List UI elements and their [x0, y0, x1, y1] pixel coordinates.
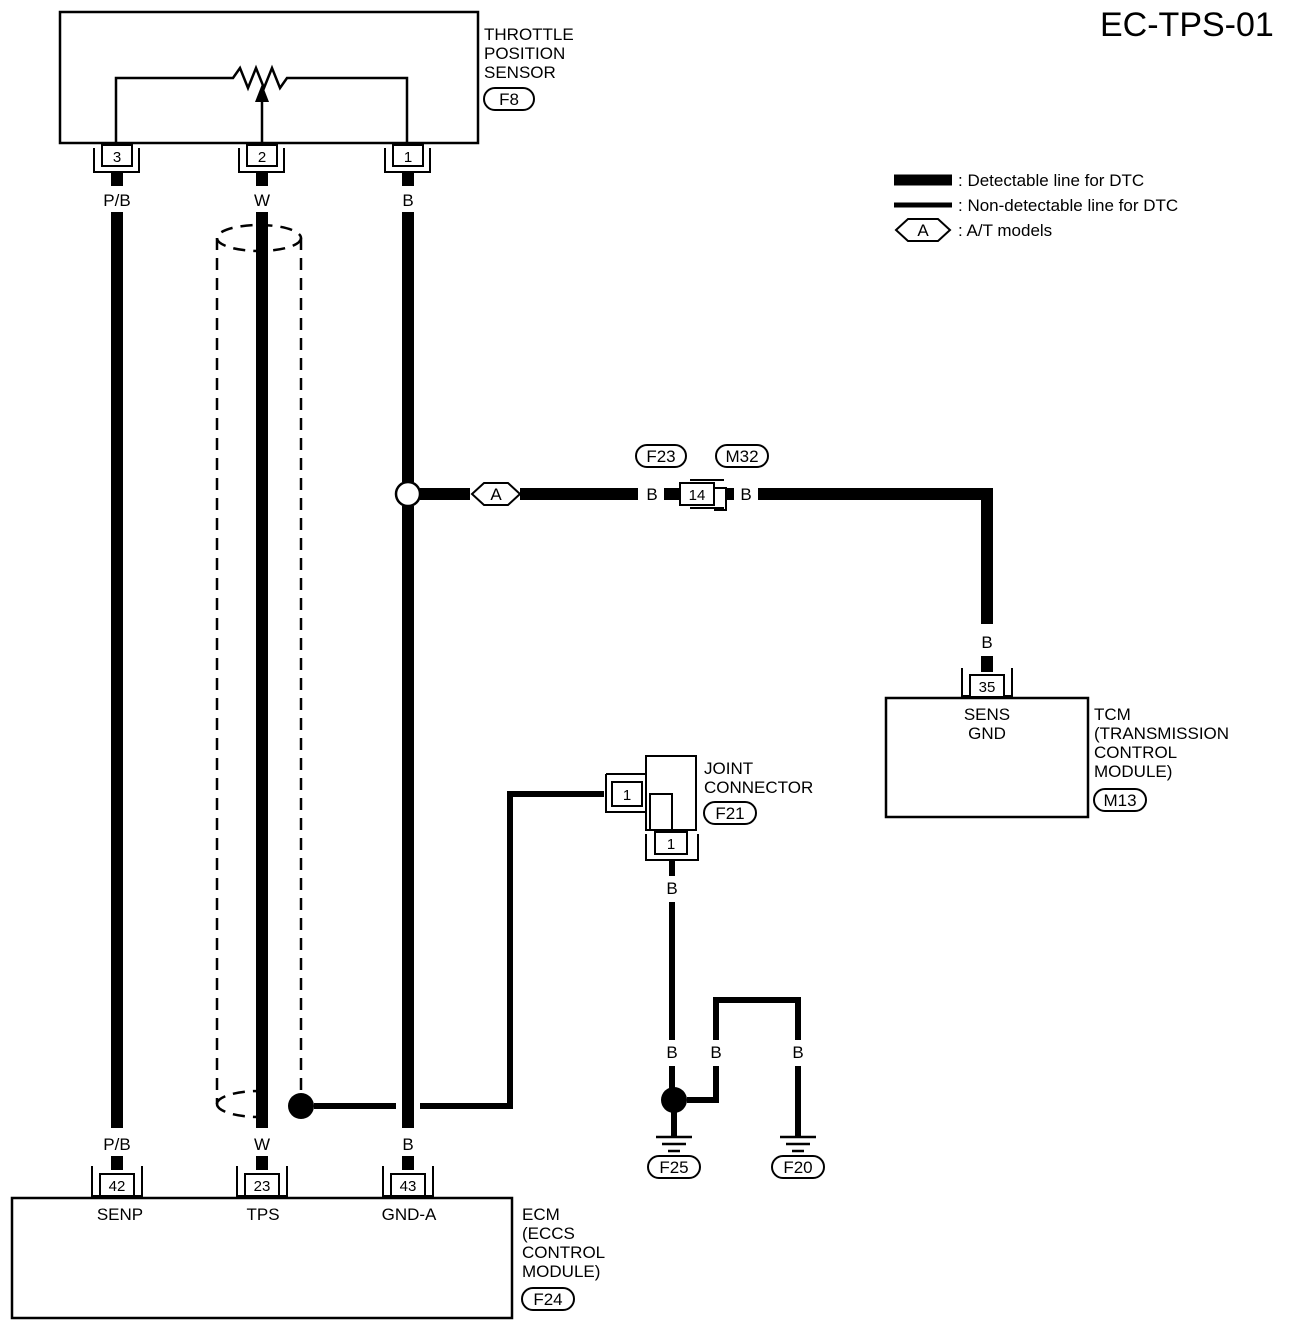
- wire-color-b-m32: B: [740, 485, 751, 504]
- wire-color-b-tcm: B: [981, 633, 992, 652]
- wire-color-b-joint: B: [666, 879, 677, 898]
- shield-icon: [215, 223, 303, 1119]
- tps-name-line3: SENSOR: [484, 63, 556, 82]
- ground-id-f25: F25: [659, 1158, 688, 1177]
- ecm-pin-43: 43: [382, 1166, 434, 1197]
- tps-name-line2: POSITION: [484, 44, 565, 63]
- joint-connector-id: F21: [715, 804, 744, 823]
- legend: : Detectable line for DTC : Non-detectab…: [894, 171, 1178, 242]
- svg-text:1: 1: [404, 149, 412, 166]
- wire-ground-link: [687, 1066, 719, 1103]
- legend-detectable: : Detectable line for DTC: [958, 171, 1144, 190]
- connector-id-m32: M32: [725, 447, 758, 466]
- svg-text:35: 35: [979, 679, 996, 696]
- ground-icon: [656, 1135, 692, 1153]
- ecm-name-line3: CONTROL: [522, 1243, 605, 1262]
- legend-at-models: : A/T models: [958, 221, 1052, 240]
- wire-color-b-ground-2: B: [710, 1043, 721, 1062]
- wire-ground-link-2: [713, 997, 801, 1040]
- tps-connector-tag: [483, 87, 535, 111]
- ecm-pin-name-tps: TPS: [246, 1205, 279, 1224]
- connector-id-f23: F23: [646, 447, 675, 466]
- svg-text:23: 23: [254, 1178, 271, 1195]
- ecm-pin-name-senp: SENP: [97, 1205, 143, 1224]
- svg-text:43: 43: [400, 1178, 417, 1195]
- ecm-name-line1: ECM: [522, 1205, 560, 1224]
- wiper-arrow-icon: [255, 84, 269, 102]
- shield-ground-node: [288, 1093, 314, 1119]
- wire-color-b-ground-1: B: [666, 1043, 677, 1062]
- tps-pin-1: 1: [384, 144, 431, 173]
- wire-color-b-ground-3: B: [792, 1043, 803, 1062]
- tps-pin-2: 2: [238, 144, 285, 173]
- svg-text:2: 2: [258, 149, 266, 166]
- legend-option-tag-icon: [894, 218, 952, 242]
- ecm-connector-id: F24: [533, 1290, 562, 1309]
- joint-pin-in: 1: [623, 787, 631, 804]
- tcm-connector-id: M13: [1103, 791, 1136, 810]
- tcm-pin-name-line2: GND: [968, 724, 1006, 743]
- joint-connector-tag: [703, 801, 757, 825]
- svg-text:42: 42: [109, 1178, 126, 1195]
- ecm-name-line2: (ECCS: [522, 1224, 575, 1243]
- tcm-pin-35: 35: [961, 668, 1013, 698]
- connector-tag-f23: [635, 444, 687, 468]
- joint-connector: 1 1: [605, 755, 699, 861]
- tcm-pin-name-line1: SENS: [964, 705, 1010, 724]
- ecm-pin-42: 42: [91, 1166, 143, 1197]
- shield-drain-wire-2: [420, 791, 604, 1109]
- joint-name-line2: CONNECTOR: [704, 778, 813, 797]
- ground-id-f20: F20: [783, 1158, 812, 1177]
- wire-to-tcm: [758, 488, 993, 624]
- legend-non-detectable: : Non-detectable line for DTC: [958, 196, 1178, 215]
- tcm-name-line2: (TRANSMISSION: [1094, 724, 1229, 743]
- tcm-component-box: [884, 696, 1090, 819]
- ground-splice-node: [661, 1087, 687, 1113]
- ground-tag-f20: [771, 1155, 825, 1179]
- ecm-name-line4: MODULE): [522, 1262, 600, 1281]
- ground-tag-f25: [647, 1155, 701, 1179]
- page-title: EC-TPS-01: [1100, 6, 1274, 44]
- wire-color-w-top: W: [254, 191, 270, 210]
- svg-text:14: 14: [689, 487, 706, 504]
- wire-color-b-top: B: [402, 191, 413, 210]
- wire-color-pb-top: P/B: [103, 191, 130, 210]
- tcm-name-line3: CONTROL: [1094, 743, 1177, 762]
- tps-pin-3: 3: [93, 144, 140, 173]
- legend-option-tag: A: [917, 221, 929, 240]
- ecm-connector-tag: [521, 1287, 575, 1311]
- tcm-name-line4: MODULE): [1094, 762, 1172, 781]
- tps-component-box: [58, 10, 480, 145]
- splice-node: [394, 480, 422, 508]
- inline-connector-14: 14: [679, 479, 727, 511]
- wire-color-b-bottom: B: [402, 1135, 413, 1154]
- joint-name-line1: JOINT: [704, 759, 753, 778]
- wire-color-pb-bottom: P/B: [103, 1135, 130, 1154]
- svg-text:3: 3: [113, 149, 121, 166]
- potentiometer-icon: [114, 64, 409, 143]
- tcm-name-line1: TCM: [1094, 705, 1131, 724]
- connector-tag-m32: [715, 444, 769, 468]
- ecm-pin-23: 23: [236, 1166, 288, 1197]
- wire-color-w-bottom: W: [254, 1135, 270, 1154]
- option-tag-a: A: [490, 485, 502, 504]
- wire-color-b-f23: B: [646, 485, 657, 504]
- tps-name-line1: THROTTLE: [484, 25, 574, 44]
- ecm-component-box: [10, 1196, 514, 1320]
- ground-icon: [780, 1135, 816, 1153]
- tps-connector-id: F8: [499, 90, 519, 109]
- ecm-pin-name-gnd-a: GND-A: [382, 1205, 437, 1224]
- tcm-connector-tag: [1093, 788, 1147, 812]
- joint-pin-out: 1: [667, 836, 675, 853]
